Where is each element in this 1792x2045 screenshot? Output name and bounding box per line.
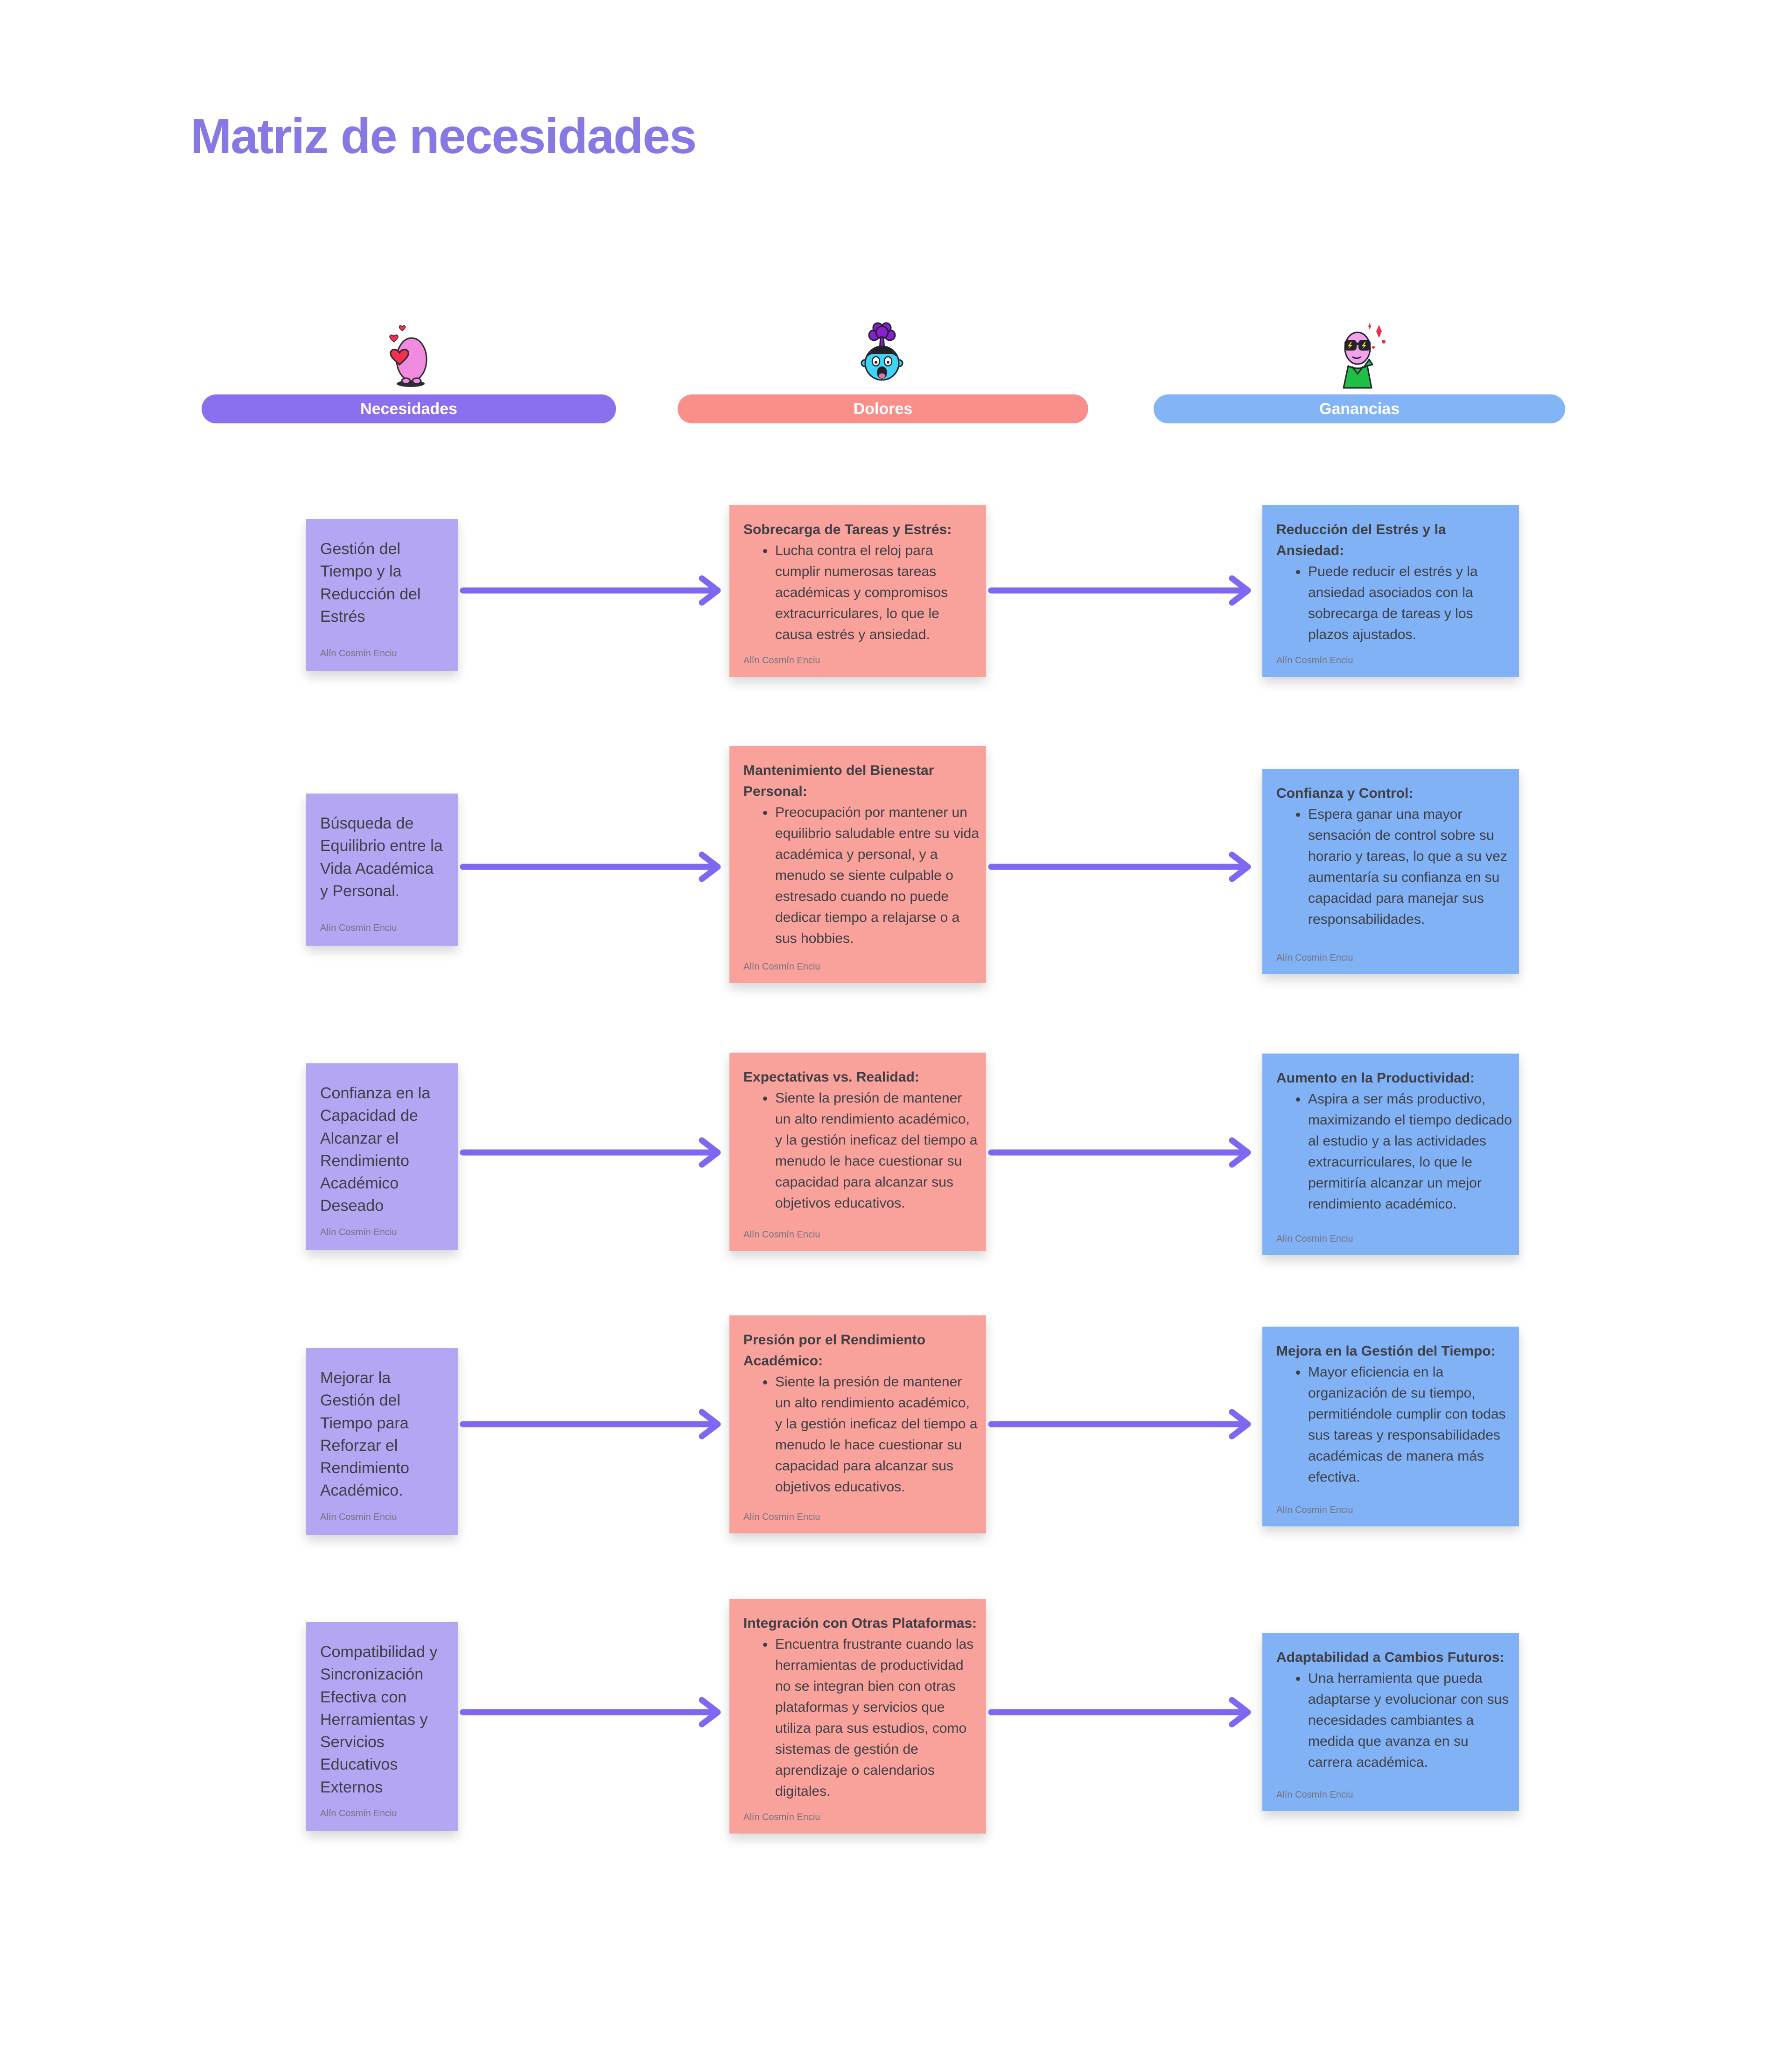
cool-shades-mascot-icon[interactable] [1324,321,1394,389]
connector-arrow[interactable] [460,571,728,610]
pain-note-bullets: Siente la presión de mantener un alto re… [743,1371,980,1497]
note-author: Alín Cosmín Enciu [743,1812,820,1822]
need-note[interactable]: Compatibilidad y Sincronización Efectiva… [306,1622,458,1832]
pain-note-bullets: Encuentra frustrante cuando las herramie… [743,1634,980,1802]
note-author: Alín Cosmín Enciu [743,655,820,666]
heart-hug-mascot-icon[interactable] [373,321,443,389]
column-header-ganancias[interactable]: Ganancias [1154,394,1565,423]
column-header-label: Ganancias [1319,400,1400,418]
gain-note-title: Aumento en la Productividad: [1276,1070,1475,1086]
pain-note-title: Presión por el Rendimiento Académico: [743,1332,926,1369]
note-author: Alín Cosmín Enciu [1276,953,1353,963]
pain-note-title: Sobrecarga de Tareas y Estrés: [743,522,952,537]
pain-note-title: Expectativas vs. Realidad: [743,1069,919,1085]
need-note[interactable]: Mejorar la Gestión del Tiempo para Refor… [306,1348,458,1535]
pain-note[interactable]: Integración con Otras Plataformas: Encue… [729,1599,986,1834]
column-header-label: Dolores [853,400,913,418]
connector-arrow[interactable] [988,1693,1258,1732]
need-note[interactable]: Gestión del Tiempo y la Reducción del Es… [306,519,458,671]
gain-note-title: Reducción del Estrés y la Ansiedad: [1276,522,1446,558]
gain-note-bullets: Aspira a ser más productivo, maximizando… [1276,1089,1512,1215]
need-note-text: Compatibilidad y Sincronización Efectiva… [320,1643,438,1796]
gain-note-bullets: Mayor eficiencia en la organización de s… [1276,1362,1512,1488]
pain-note-title: Integración con Otras Plataformas: [743,1616,977,1631]
column-header-dolores[interactable]: Dolores [678,394,1088,423]
connector-arrow[interactable] [460,1133,728,1172]
gain-note[interactable]: Confianza y Control: Espera ganar una ma… [1262,769,1519,974]
column-header-label: Necesidades [360,400,457,418]
mind-blown-mascot-icon[interactable] [847,321,917,389]
connector-arrow[interactable] [460,1693,728,1732]
pain-note[interactable]: Presión por el Rendimiento Académico: Si… [729,1315,986,1533]
gain-note-bullets: Espera ganar una mayor sensación de cont… [1276,804,1512,930]
gain-note-title: Mejora en la Gestión del Tiempo: [1276,1343,1496,1359]
pain-note-bullets: Lucha contra el reloj para cumplir numer… [743,540,980,645]
note-author: Alín Cosmín Enciu [320,1227,397,1237]
gain-note[interactable]: Aumento en la Productividad: Aspira a se… [1262,1054,1519,1255]
gain-note-bullets: Puede reducir el estrés y la ansiedad as… [1276,561,1512,645]
pain-note-bullets: Preocupación por mantener un equilibrio … [743,802,980,949]
need-note[interactable]: Confianza en la Capacidad de Alcanzar el… [306,1063,458,1250]
note-author: Alín Cosmín Enciu [320,1808,397,1819]
note-author: Alín Cosmín Enciu [320,922,397,933]
note-author: Alín Cosmín Enciu [1276,1234,1353,1244]
pain-note[interactable]: Expectativas vs. Realidad: Siente la pre… [729,1053,986,1251]
note-author: Alín Cosmín Enciu [743,1512,820,1522]
need-note-text: Gestión del Tiempo y la Reducción del Es… [320,540,421,625]
connector-arrow[interactable] [988,1133,1258,1172]
column-header-necesidades[interactable]: Necesidades [202,394,616,423]
pain-note-title: Mantenimiento del Bienestar Personal: [743,763,934,799]
page-title[interactable]: Matriz de necesidades [190,109,697,164]
note-author: Alín Cosmín Enciu [320,1511,397,1522]
need-note[interactable]: Búsqueda de Equilibrio entre la Vida Aca… [306,794,458,946]
note-author: Alín Cosmín Enciu [743,1230,820,1240]
connector-arrow[interactable] [460,847,728,886]
pain-note-bullets: Siente la presión de mantener un alto re… [743,1088,980,1214]
connector-arrow[interactable] [988,1405,1258,1444]
note-author: Alín Cosmín Enciu [1276,1505,1353,1515]
note-author: Alín Cosmín Enciu [743,962,820,972]
note-author: Alín Cosmín Enciu [1276,1790,1353,1800]
connector-arrow[interactable] [988,847,1258,886]
need-note-text: Mejorar la Gestión del Tiempo para Refor… [320,1369,409,1500]
connector-arrow[interactable] [988,571,1258,610]
connector-arrow[interactable] [460,1405,728,1444]
pain-note[interactable]: Sobrecarga de Tareas y Estrés: Lucha con… [729,505,986,677]
gain-note-title: Confianza y Control: [1276,786,1414,801]
gain-note[interactable]: Adaptabilidad a Cambios Futuros: Una her… [1262,1633,1519,1811]
need-note-text: Búsqueda de Equilibrio entre la Vida Aca… [320,815,443,900]
gain-note-bullets: Una herramienta que pueda adaptarse y ev… [1276,1668,1512,1773]
pain-note[interactable]: Mantenimiento del Bienestar Personal: Pr… [729,746,986,983]
gain-note[interactable]: Reducción del Estrés y la Ansiedad: Pued… [1262,505,1519,677]
gain-note-title: Adaptabilidad a Cambios Futuros: [1276,1650,1505,1665]
note-author: Alín Cosmín Enciu [1276,655,1353,666]
gain-note[interactable]: Mejora en la Gestión del Tiempo: Mayor e… [1262,1327,1519,1526]
need-note-text: Confianza en la Capacidad de Alcanzar el… [320,1084,431,1215]
note-author: Alín Cosmín Enciu [320,648,397,659]
